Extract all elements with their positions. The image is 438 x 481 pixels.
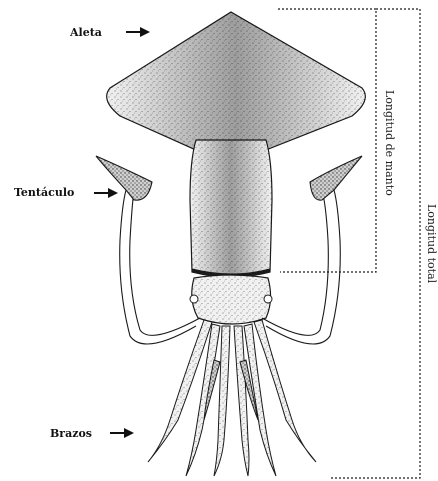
fin-label: Aleta — [69, 26, 102, 39]
mantle-length-label: Longitud de manto — [383, 90, 396, 196]
tentacle-arrow-icon — [94, 188, 118, 198]
fin-arrow-icon — [126, 27, 150, 37]
head — [190, 275, 272, 324]
mantle — [190, 140, 272, 277]
tentacle-label: Tentáculo — [14, 186, 74, 199]
arms-label: Brazos — [50, 427, 92, 440]
total-length-label: Longitud total — [425, 204, 438, 284]
arms — [148, 320, 316, 476]
right-eye-icon — [264, 295, 272, 303]
left-eye-icon — [190, 295, 198, 303]
arms-arrow-icon — [110, 428, 134, 438]
